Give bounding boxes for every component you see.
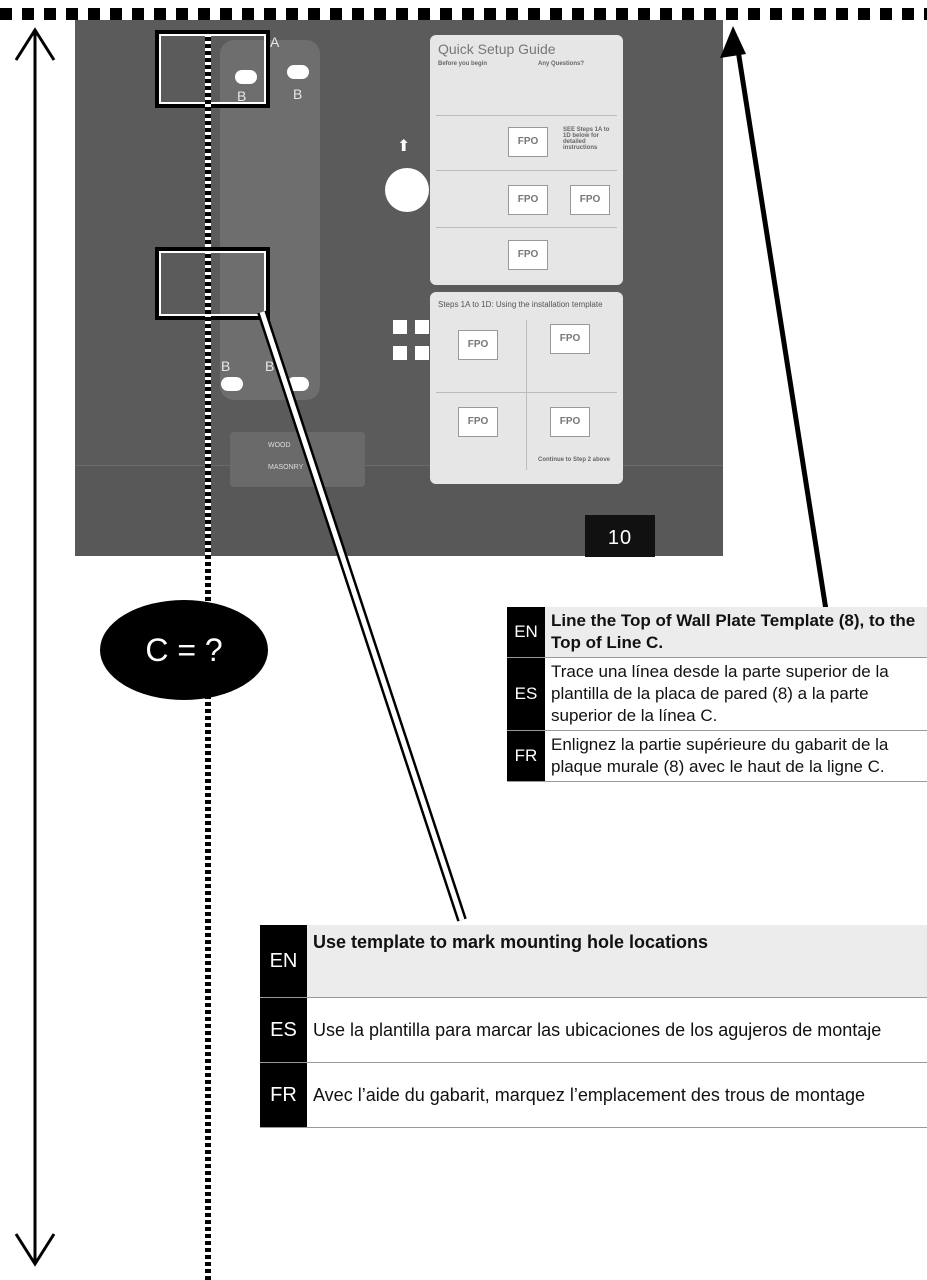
callout-line-top-table: EN Line the Top of Wall Plate Template (… [507,607,927,782]
legend-box: WOOD MASONRY [230,432,365,487]
brand-logo-icon [385,168,429,212]
height-arrow-down-head [14,1233,56,1267]
highlight-box-middle [155,247,270,320]
lang-code-en: EN [507,607,545,658]
callout-es-text: Trace una línea desde la parte superior … [545,657,927,731]
arrow-up-icon: ⬆ [397,138,411,155]
top-line-arrow-head [720,26,746,58]
callout-fr-text: Enlignez la partie supérieure du gabarit… [545,730,927,782]
callout-en-text: Line the Top of Wall Plate Template (8),… [545,607,927,658]
callout-en-text: Use template to mark mounting hole locat… [307,925,927,998]
lang-code-fr: FR [260,1062,307,1128]
guide-title: Quick Setup Guide [438,41,556,57]
callout-mark-holes-table: EN Use template to mark mounting hole lo… [260,925,927,1128]
c-question-badge: C = ? [100,600,268,700]
top-line-arrow-line [735,49,829,611]
callout-es-text: Use la plantilla para marcar las ubicaci… [307,997,927,1063]
lang-code-en: EN [260,925,307,998]
lang-code-es: ES [260,997,307,1063]
quick-setup-guide-panel: Quick Setup Guide Before you begin Any Q… [430,35,623,285]
mark-holes-pointer-line [259,311,465,921]
lang-code-fr: FR [507,730,545,782]
top-dashed-rule [0,8,927,20]
label-a: A [270,34,280,50]
callout-fr-text: Avec l’aide du gabarit, marquez l’emplac… [307,1062,927,1128]
page-number-badge: 10 [585,515,655,557]
highlight-box-top [155,30,270,108]
steps-title: Steps 1A to 1D: Using the installation t… [438,300,603,309]
installation-steps-panel: Steps 1A to 1D: Using the installation t… [430,292,623,484]
height-arrow-up-head [14,27,56,61]
lang-code-es: ES [507,657,545,731]
